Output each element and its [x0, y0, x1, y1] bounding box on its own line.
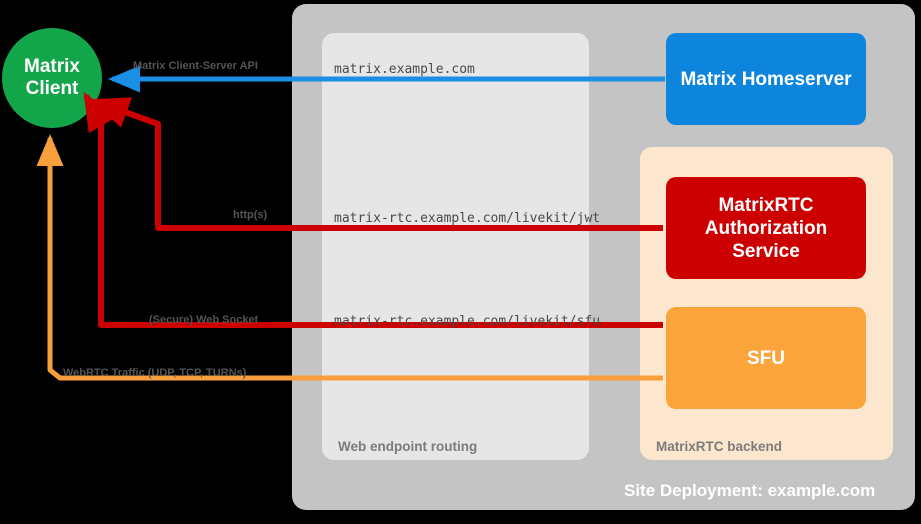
endpoint-label-livekit-sfu: matrix-rtc.example.com/livekit/sfu	[334, 314, 601, 329]
web-endpoint-routing-label: Web endpoint routing	[338, 439, 478, 454]
edge-label-matrix-client-server-api: Matrix Client-Server API	[133, 60, 258, 72]
endpoint-label-matrix-example-com: matrix.example.com	[334, 62, 475, 77]
edge-label-secure-web-socket: (Secure) Web Socket	[149, 314, 259, 326]
site-deployment-label: Site Deployment: example.com	[624, 481, 876, 500]
web-endpoint-routing-container	[322, 33, 589, 460]
edge-secure-web-socket-outbound	[83, 91, 663, 328]
edge-label-webrtc-traffic: WebRTC Traffic (UDP, TCP, TURNs)	[63, 367, 247, 379]
endpoint-label-livekit-jwt: matrix-rtc.example.com/livekit/jwt	[334, 211, 601, 226]
edge-http-s-outbound	[90, 97, 663, 231]
matrix-client-node[interactable]	[2, 28, 102, 128]
matrixrtc-backend-label: MatrixRTC backend	[656, 439, 783, 454]
matrixrtc-authorization-service-node[interactable]	[666, 177, 866, 279]
edge-webrtc-traffic-outbound	[36, 133, 663, 381]
sfu-node[interactable]	[666, 307, 866, 409]
edge-label-http-s: http(s)	[233, 209, 268, 221]
matrix-homeserver-node[interactable]	[666, 33, 866, 125]
